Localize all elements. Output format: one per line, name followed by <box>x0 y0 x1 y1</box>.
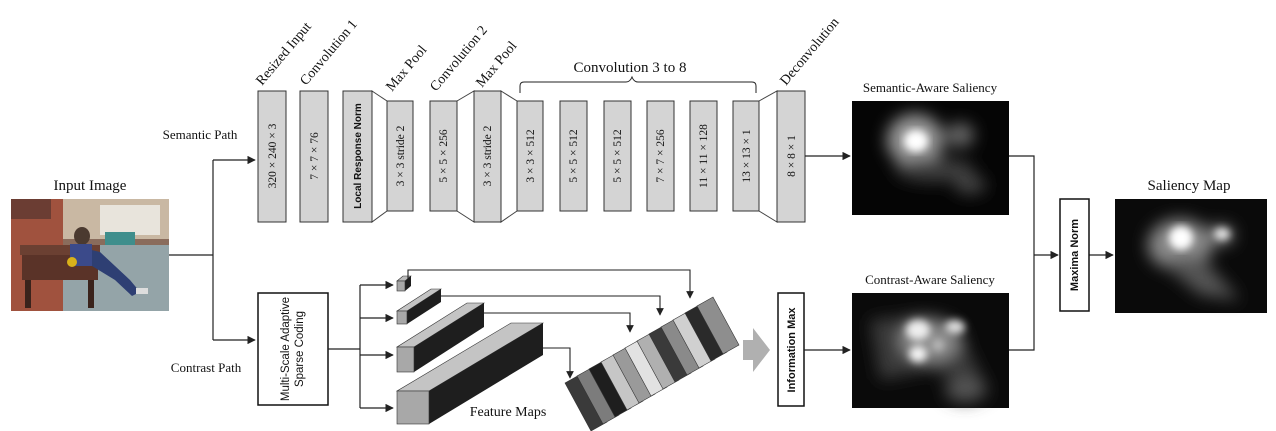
semantic-saliency-map <box>852 101 1009 215</box>
header-maxpool1: Max Pool <box>384 43 431 95</box>
conv3-8-brace <box>520 77 756 93</box>
layer-label-pool1: 3 × 3 stride 2 <box>395 125 407 186</box>
layer-label-conv5: 5 × 5 × 512 <box>612 129 624 182</box>
sparse-coding-label: Multi-Scale Adaptive Sparse Coding <box>279 293 307 405</box>
layer-label-pool2: 3 × 3 stride 2 <box>482 125 494 186</box>
layer-label-input: 320 × 240 × 3 <box>267 123 279 188</box>
layer-label-conv6: 7 × 7 × 256 <box>655 129 667 182</box>
header-deconv: Deconvolution <box>778 15 843 88</box>
final-saliency-map <box>1115 199 1267 313</box>
layer-label-conv2: 5 × 5 × 256 <box>438 129 450 182</box>
cnn-network: 320 × 240 × 3 7 × 7 × 76 3 × 3 stride 2 … <box>254 15 843 222</box>
semantic-saliency-title: Semantic-Aware Saliency <box>863 80 998 95</box>
feature-map-slabs <box>565 297 739 431</box>
layer-label-conv1: 7 × 7 × 76 <box>309 132 321 180</box>
header-maxpool2: Max Pool <box>474 39 521 91</box>
layer-label-conv8: 13 × 13 × 1 <box>741 129 753 182</box>
maxima-norm-label: Maxima Norm <box>1069 219 1081 291</box>
cuboid-scale-1 <box>397 276 411 291</box>
input-image <box>11 199 169 311</box>
layer-label-conv4: 5 × 5 × 512 <box>568 129 580 182</box>
contrast-path-label: Contrast Path <box>171 360 242 375</box>
layer-label-conv7: 11 × 11 × 128 <box>698 124 710 188</box>
contrast-saliency-map <box>852 293 1009 408</box>
saliency-map-title: Saliency Map <box>1148 178 1231 194</box>
feature-maps-label: Feature Maps <box>470 405 547 420</box>
big-grey-arrow <box>743 328 770 372</box>
header-conv3-8: Convolution 3 to 8 <box>574 60 687 76</box>
contrast-saliency-title: Contrast-Aware Saliency <box>865 272 995 287</box>
multi-scale-cuboids <box>397 276 543 424</box>
layer-label-lrn: Local Response Norm <box>353 103 364 209</box>
layer-label-conv3: 3 × 3 × 512 <box>525 129 537 182</box>
input-connectors <box>169 160 255 340</box>
semantic-path-label: Semantic Path <box>163 127 238 142</box>
information-max-label: Information Max <box>786 307 798 393</box>
scale-branches <box>328 285 393 408</box>
input-image-title: Input Image <box>54 178 127 194</box>
layer-label-deconv: 8 × 8 × 1 <box>786 135 798 177</box>
cuboid-scale-2 <box>397 289 441 324</box>
